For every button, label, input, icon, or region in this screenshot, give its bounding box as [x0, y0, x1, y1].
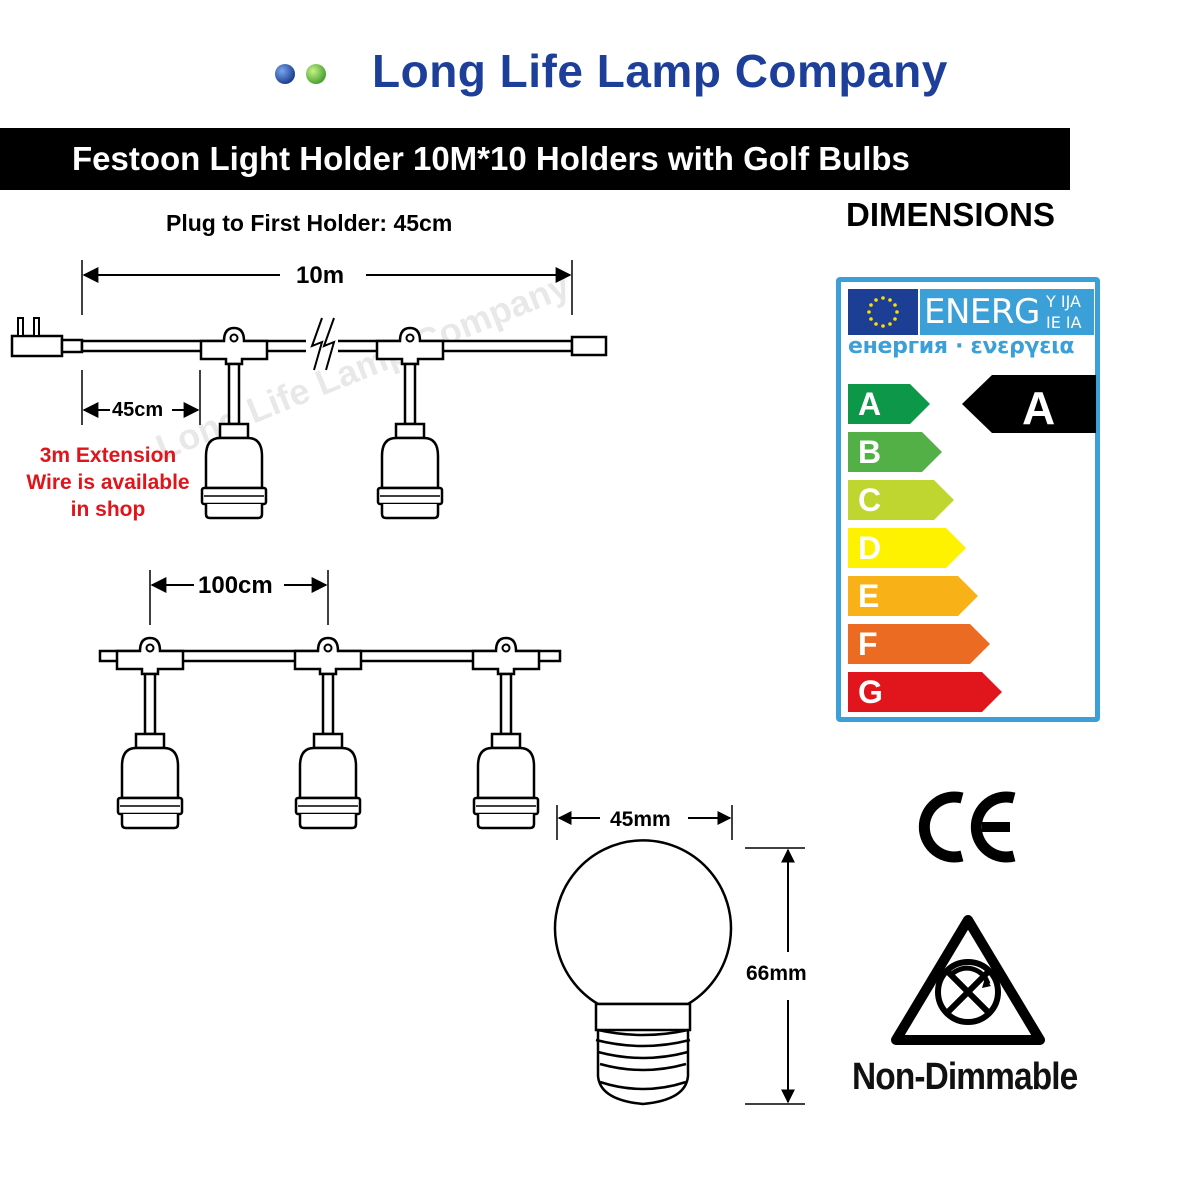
rating-arrow [962, 375, 1096, 433]
energy-class-bar-g [848, 672, 1002, 712]
brand-logo-icon [256, 46, 344, 102]
non-dimmable-label: Non-Dimmable [852, 1056, 1078, 1098]
bulb-diameter-label: 45mm [610, 808, 671, 831]
brand-name: Long Life Lamp Company [372, 45, 948, 97]
energy-rating: A [1022, 382, 1056, 434]
holder-spacing-label: 100cm [198, 572, 273, 599]
energy-class-letter-f: F [858, 626, 878, 662]
energy-words: енергия · ενεργεια [848, 334, 1075, 359]
festoon-top-diagram [10, 260, 608, 520]
energy-class-letter-e: E [858, 578, 880, 614]
ce-mark-icon [918, 791, 1016, 863]
product-title: Festoon Light Holder 10M*10 Holders with… [72, 140, 910, 177]
energy-class-bar-e [848, 576, 978, 616]
energy-class-letter-c: C [858, 482, 882, 518]
first-holder-offset-label: 45cm [112, 399, 164, 421]
energy-class-bar-d [848, 528, 966, 568]
extension-note-line: Wire is available [26, 471, 190, 494]
golf-bulb-diagram [553, 805, 805, 1106]
festoon-spacing-diagram [98, 570, 562, 830]
energy-class-bar-b [848, 432, 942, 472]
extension-note: 3m Extension Wire is available in shop [10, 442, 206, 523]
extension-note-line: in shop [70, 498, 146, 521]
energy-class-bar-a [848, 384, 930, 424]
section-label: DIMENSIONS [846, 196, 1056, 233]
energy-header-suffix: Y IJA [1046, 292, 1081, 311]
energy-header-word: ENERG [924, 292, 1040, 332]
energy-class-bar-f [848, 624, 990, 664]
energy-class-letter-g: G [858, 674, 883, 710]
energy-class-letter-a: A [858, 386, 882, 422]
bulb-height-label: 66mm [746, 962, 807, 985]
extension-note-line: 3m Extension [39, 444, 177, 467]
energy-class-letter-d: D [858, 530, 882, 566]
energy-header-suffix: IE IA [1046, 313, 1082, 332]
energy-class-bars [848, 384, 1002, 712]
energy-header [920, 289, 1094, 335]
energy-class-letter-b: B [858, 434, 882, 470]
total-length-label: 10m [296, 262, 345, 289]
title-bar [0, 128, 1070, 190]
non-dimmable-icon [891, 915, 1045, 1045]
eu-flag-icon [848, 289, 918, 335]
energy-class-bar-c [848, 480, 954, 520]
plug-to-first-holder-label: Plug to First Holder: 45cm [166, 210, 453, 236]
